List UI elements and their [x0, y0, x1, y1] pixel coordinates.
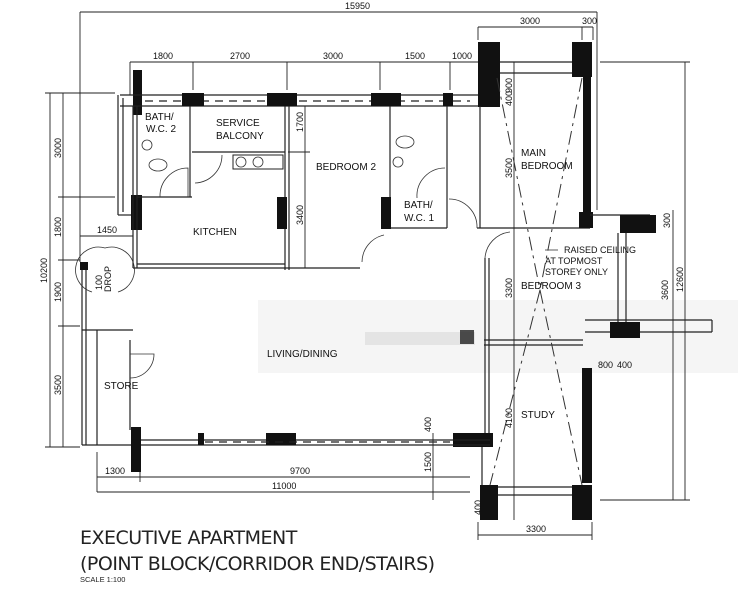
- bedroom3-label: BEDROOM 3: [521, 281, 581, 292]
- plan-subtitle: (POINT BLOCK/CORRIDOR END/STAIRS): [80, 553, 435, 575]
- dimension-label: 1700: [295, 112, 305, 132]
- drop-label: 100: [94, 275, 104, 290]
- dimension-label: 400: [617, 360, 632, 370]
- dimension-label: 400: [473, 500, 483, 515]
- dimension-label: 12600: [675, 267, 685, 292]
- dimension-label: 3000: [520, 16, 540, 26]
- dimension-label: 300: [582, 16, 597, 26]
- dimension-labels: 15950 1800 2700 3000 1500 1000 3000 300 …: [39, 1, 685, 534]
- main-bedroom-label: MAIN: [521, 148, 546, 159]
- bath2-label-2: W.C. 2: [146, 124, 176, 135]
- bath1-label: BATH/: [404, 200, 433, 211]
- dimension-label: 3500: [504, 158, 514, 178]
- dimension-lines: [45, 11, 690, 540]
- bath2-label: BATH/: [145, 112, 174, 123]
- living-dining-label: LIVING/DINING: [267, 349, 338, 360]
- dimension-label: 1000: [452, 51, 472, 61]
- bedroom2-label: BEDROOM 2: [316, 162, 376, 173]
- dimension-label: 1450: [97, 225, 117, 235]
- dimension-label: 3600: [660, 280, 670, 300]
- plan-title: EXECUTIVE APARTMENT: [80, 527, 298, 549]
- raised-ceiling-note-2: AT TOPMOST: [545, 256, 603, 266]
- study-label: STUDY: [521, 410, 555, 421]
- dimension-label: 15950: [345, 1, 370, 11]
- dimension-label: 1800: [153, 51, 173, 61]
- dimension-label: 1500: [405, 51, 425, 61]
- dimension-label: 3400: [295, 205, 305, 225]
- room-labels: BATH/ W.C. 2 SERVICE BALCONY KITCHEN BED…: [94, 112, 636, 421]
- dimension-label: 400: [423, 417, 433, 432]
- dimension-label: 400: [504, 91, 514, 106]
- dimension-label: 3000: [323, 51, 343, 61]
- bath1-label-2: W.C. 1: [404, 213, 434, 224]
- dimension-label: 11000: [272, 481, 296, 491]
- dimension-label: 1800: [53, 217, 63, 237]
- doors-fixtures: [75, 135, 511, 379]
- dimension-label: 1300: [105, 466, 125, 476]
- store-label: STORE: [104, 381, 139, 392]
- service-balcony-label: SERVICE: [216, 118, 260, 129]
- dimension-label: 1500: [423, 452, 433, 472]
- plan-scale: SCALE 1:100: [80, 575, 125, 584]
- dimension-label: 300: [662, 213, 672, 228]
- service-balcony-label-2: BALCONY: [216, 131, 264, 142]
- dimension-label: 3300: [504, 278, 514, 298]
- drop-label-2: DROP: [103, 266, 113, 292]
- overlay-band: [258, 300, 738, 373]
- dimension-label: 3500: [53, 375, 63, 395]
- dimension-label: 2700: [230, 51, 250, 61]
- dimension-label: 10200: [39, 258, 49, 283]
- main-bedroom-label-2: BEDROOM: [521, 161, 573, 172]
- dimension-label: 9700: [290, 466, 310, 476]
- dimension-label: 900: [504, 78, 514, 93]
- dimension-label: 800: [598, 360, 613, 370]
- dimension-label: 3300: [526, 524, 546, 534]
- dimension-label: 4100: [504, 408, 514, 428]
- kitchen-label: KITCHEN: [193, 227, 237, 238]
- raised-ceiling-lines: [489, 77, 583, 486]
- raised-ceiling-note-3: STOREY ONLY: [545, 267, 608, 277]
- walls: [80, 42, 713, 520]
- dimension-label: 3000: [53, 138, 63, 158]
- dimension-label: 1900: [53, 282, 63, 302]
- raised-ceiling-note: RAISED CEILING: [564, 245, 636, 255]
